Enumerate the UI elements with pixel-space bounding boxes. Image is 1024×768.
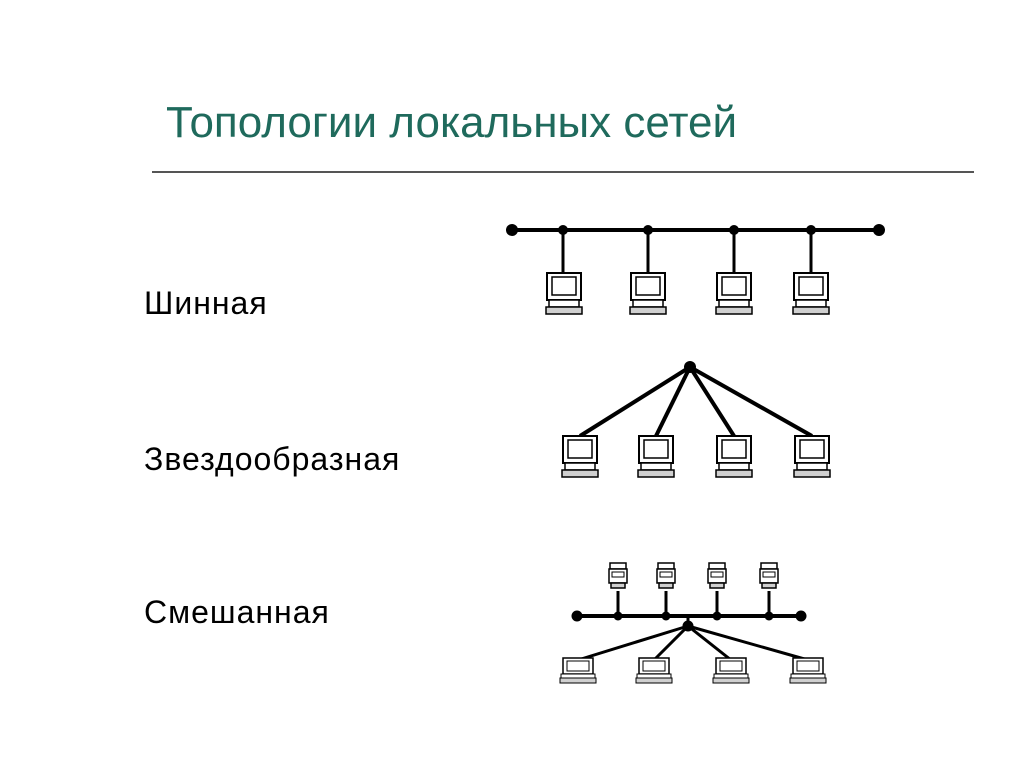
star-link (688, 365, 736, 438)
server-icon (707, 562, 727, 589)
title-underline (152, 171, 974, 173)
mixed-computer-icon (789, 657, 827, 684)
mixed-topology (559, 562, 827, 684)
bus-computer-icon (715, 272, 753, 315)
bus-computer-icon (629, 272, 667, 315)
mixed-star-link (652, 624, 690, 662)
star-hub (684, 361, 696, 373)
star-computer-icon (715, 435, 753, 478)
label-bus-topology: Шинная (144, 285, 268, 321)
mixed-star-link (687, 624, 809, 662)
label-mixed-topology: Смешанная (144, 594, 330, 630)
mixed-computer-icon (635, 657, 673, 684)
star-link (654, 366, 692, 437)
star-link (578, 365, 692, 438)
star-computer-icon (793, 435, 831, 478)
slide-title: Топологии локальных сетей (166, 98, 738, 147)
star-computer-icon (561, 435, 599, 478)
bus-terminator-left (506, 224, 518, 236)
server-icon (656, 562, 676, 589)
mixed-computer-icon (559, 657, 597, 684)
star-computer-icon (637, 435, 675, 478)
bus-terminator-right (873, 224, 885, 236)
server-icon (759, 562, 779, 589)
mixed-bus-terminator-right (795, 610, 807, 622)
bus-computer-icon (792, 272, 830, 315)
label-star-topology: Звездообразная (144, 441, 401, 477)
star-topology (561, 361, 831, 478)
mixed-star-link (687, 624, 732, 662)
mixed-bus-terminator-left (571, 610, 583, 622)
mixed-star-hub (682, 620, 694, 632)
bus-topology (506, 224, 885, 315)
star-link (689, 365, 813, 438)
mixed-computer-icon (712, 657, 750, 684)
mixed-star-link (577, 624, 689, 662)
server-icon (608, 562, 628, 589)
bus-computer-icon (545, 272, 583, 315)
